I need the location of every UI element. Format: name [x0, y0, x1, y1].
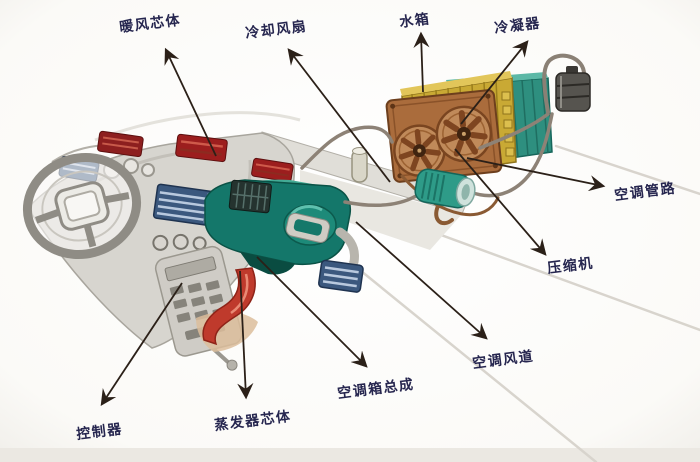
- label-radiator: 水箱: [398, 10, 431, 30]
- ac-pipelines-part: [300, 112, 554, 208]
- drier-loop-pipe: [542, 53, 586, 114]
- annotation-labels: 暖风芯体 冷却风扇 水箱 冷凝器 空调管路 压缩机 空调风道 空调箱总成 蒸发器…: [75, 10, 676, 442]
- evaporator-manifold: [228, 179, 272, 214]
- fan-2: [435, 105, 493, 163]
- radiator-top-edge: [400, 71, 512, 96]
- steering-wheel: [22, 152, 142, 260]
- floor-air-duct-red: [202, 267, 256, 346]
- dash-demister-red: [97, 130, 144, 158]
- blower-highlight: [290, 205, 323, 216]
- engine-bay-parts: [300, 53, 591, 226]
- expansion-canister: [351, 147, 368, 183]
- gear-knob: [226, 359, 238, 371]
- duct-opening: [285, 212, 331, 243]
- annotation-arrows: [100, 31, 606, 407]
- heater-core-part-2: [251, 157, 294, 183]
- label-heater-core: 暖风芯体: [118, 12, 181, 35]
- label-compressor: 压缩机: [546, 254, 594, 276]
- compressor-part: [414, 168, 476, 209]
- ac-box-underside: [240, 252, 295, 275]
- copper-pipe-hook: [434, 204, 454, 226]
- arrow-compressor: [454, 148, 547, 256]
- arrow-heater-core: [164, 47, 217, 157]
- label-condenser: 冷凝器: [493, 14, 541, 36]
- hvac-knob: [152, 234, 169, 251]
- receiver-drier: [542, 53, 591, 114]
- arrow-ac-air-duct: [355, 221, 488, 340]
- radiator-side-tanks: [501, 91, 515, 157]
- ac-air-duct-vent: [318, 259, 364, 293]
- arrow-cooling-fan: [287, 48, 391, 183]
- label-cooling-fan: 冷却风扇: [244, 18, 307, 41]
- hvac-knob: [172, 233, 189, 250]
- arrow-controller: [100, 282, 183, 407]
- label-ac-air-duct: 空调风道: [471, 348, 534, 371]
- arrow-ac-box-assembly: [256, 256, 368, 368]
- arrow-condenser: [460, 40, 529, 125]
- arrow-radiator: [413, 31, 430, 93]
- floor-duct-highlight: [230, 273, 249, 315]
- ground-band: [0, 448, 700, 462]
- label-controller: 控制器: [75, 420, 123, 442]
- vent-duct-elbow: [335, 227, 359, 267]
- arrow-evaporator-core: [237, 270, 254, 400]
- label-ac-pipelines: 空调管路: [613, 180, 676, 203]
- radio-slot: [164, 256, 217, 282]
- windshield-hint: [94, 111, 301, 142]
- cooling-fan-part: [385, 89, 503, 183]
- arrow-ac-pipelines: [466, 157, 606, 192]
